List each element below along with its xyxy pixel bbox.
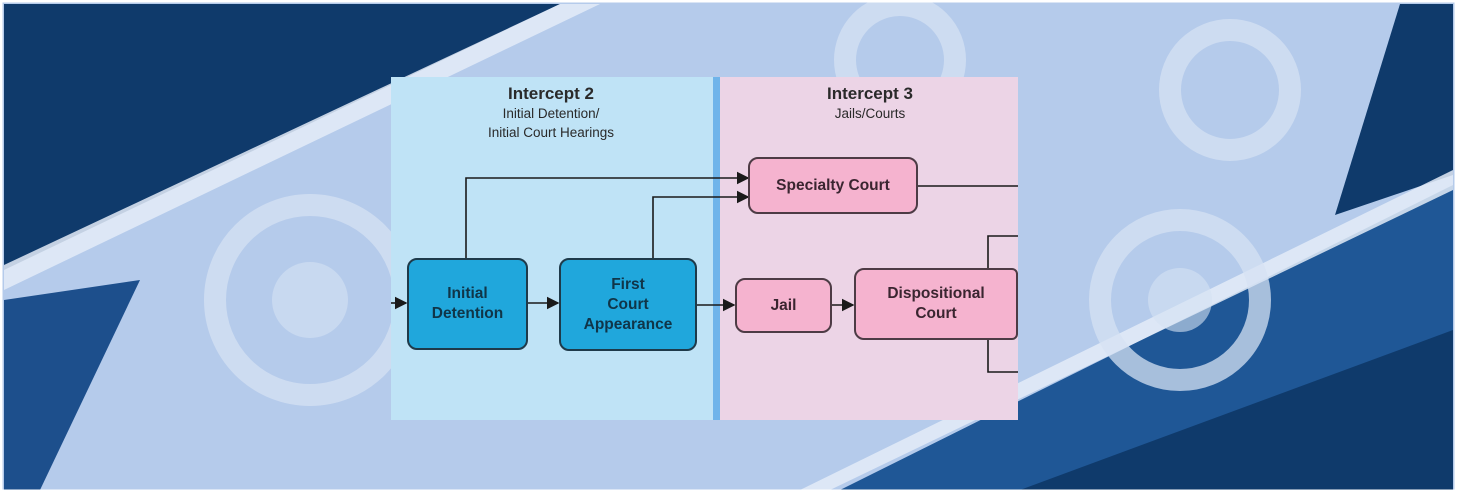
intercept-3-header: Intercept 3 Jails/Courts <box>760 84 980 123</box>
intercept-divider <box>713 77 720 420</box>
intercept-2-panel <box>391 77 713 420</box>
intercept-3-title: Intercept 3 <box>827 84 913 103</box>
initial-detention-node: Initial Detention <box>407 258 528 350</box>
arrow-detention-to-specialty-court <box>465 171 750 258</box>
intercept-3-subtitle: Jails/Courts <box>834 106 906 121</box>
intercept-2-title: Intercept 2 <box>508 84 594 103</box>
arrow-appearance-to-specialty-court <box>652 190 750 258</box>
specialty-court-node: Specialty Court <box>748 157 918 214</box>
first-court-appearance-node: First Court Appearance <box>559 258 697 351</box>
intercept-2-header: Intercept 2 Initial Detention/ Initial C… <box>441 84 661 142</box>
intercept-3-panel <box>720 77 1018 420</box>
jail-node: Jail <box>735 278 832 333</box>
dark-corner-top-right <box>1335 4 1453 215</box>
intercept-2-subtitle-line1: Initial Detention/ <box>502 106 600 121</box>
intercept-2-subtitle-line2: Initial Court Hearings <box>487 125 615 140</box>
dispositional-court-node: Dispositional Court <box>854 268 1018 340</box>
